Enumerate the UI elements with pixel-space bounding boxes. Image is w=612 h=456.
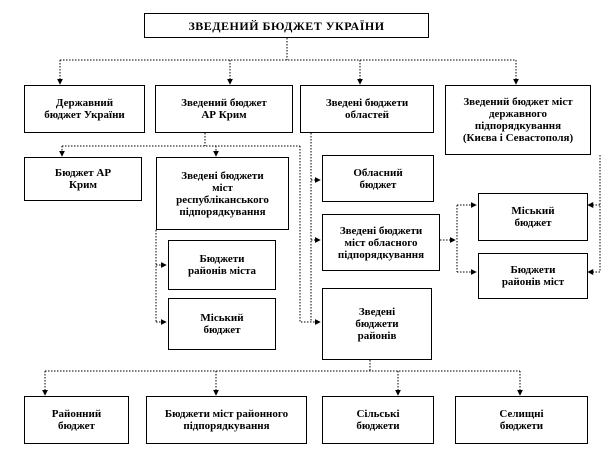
connector-districts-to-bottom <box>42 360 523 396</box>
connector-oblast-cities-to-right <box>440 202 477 275</box>
district-cities-budgets-box: Бюджети міст районного підпорядкування <box>146 396 307 444</box>
districts-consolidated-budgets-box: Зведені бюджети районів <box>322 288 432 360</box>
city-district-budgets-box: Бюджети районів міста <box>168 240 276 290</box>
connector-oblast-branch <box>310 133 321 322</box>
connector-state-cities-to-right <box>587 155 601 275</box>
settlement-budgets-box: Селищні бюджети <box>455 396 588 444</box>
oblasts-consolidated-budgets-box: Зведені бюджети областей <box>300 85 434 133</box>
district-budget-box: Районний бюджет <box>24 396 129 444</box>
city-districts-budgets-box: Бюджети районів міст <box>478 253 588 299</box>
crimea-consolidated-budget-box: Зведений бюджет АР Крим <box>155 85 293 133</box>
village-budgets-box: Сільські бюджети <box>322 396 434 444</box>
oblast-cities-budgets-box: Зведені бюджети міст обласного підпорядк… <box>322 214 440 271</box>
connector-crimea-branch <box>59 133 321 325</box>
crimea-city-budget-box: Міський бюджет <box>168 298 276 350</box>
state-subordination-cities-budget-box: Зведений бюджет міст державного підпоряд… <box>445 85 591 155</box>
oblast-budget-box: Обласний бюджет <box>322 155 434 202</box>
state-budget-box: Державний бюджет України <box>24 85 145 133</box>
crimea-budget-box: Бюджет АР Крим <box>24 157 142 201</box>
right-city-budget-box: Міський бюджет <box>478 193 588 241</box>
consolidated-budget-ukraine-title: ЗВЕДЕНИЙ БЮДЖЕТ УКРАЇНИ <box>144 13 429 38</box>
republican-cities-budgets-box: Зведені бюджети міст республіканського п… <box>156 157 289 230</box>
connector-republican-cities <box>155 230 167 325</box>
connector-title-to-level1 <box>57 38 519 85</box>
